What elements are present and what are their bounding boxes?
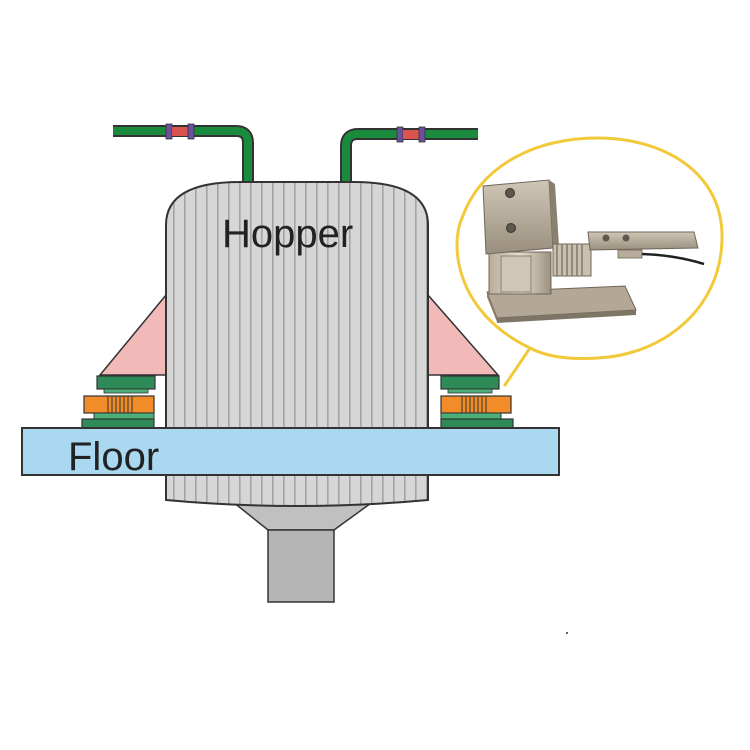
screw-icon (506, 223, 516, 233)
left-pipe (113, 123, 254, 195)
floor-label: Floor (68, 435, 159, 479)
right-load-cell-bellows (461, 396, 487, 413)
weigh-module-photo (482, 179, 705, 323)
load-cell-cable (641, 252, 705, 266)
stray-dot (566, 632, 568, 634)
right-pipe-clamp (396, 126, 426, 143)
left-load-cell-bellows (107, 396, 133, 413)
right-weigh-module (440, 375, 514, 429)
left-pipe-clamp (165, 123, 195, 140)
floor-slab (21, 427, 560, 476)
left-weigh-module (81, 375, 156, 429)
screw-icon (602, 234, 610, 242)
left-support-bracket (98, 292, 167, 376)
screw-icon (505, 188, 515, 198)
screw-icon (622, 234, 630, 242)
hopper-vessel (165, 181, 429, 507)
hopper-label: Hopper (222, 212, 353, 256)
hopper-outlet (225, 497, 381, 603)
right-pipe (340, 126, 478, 195)
